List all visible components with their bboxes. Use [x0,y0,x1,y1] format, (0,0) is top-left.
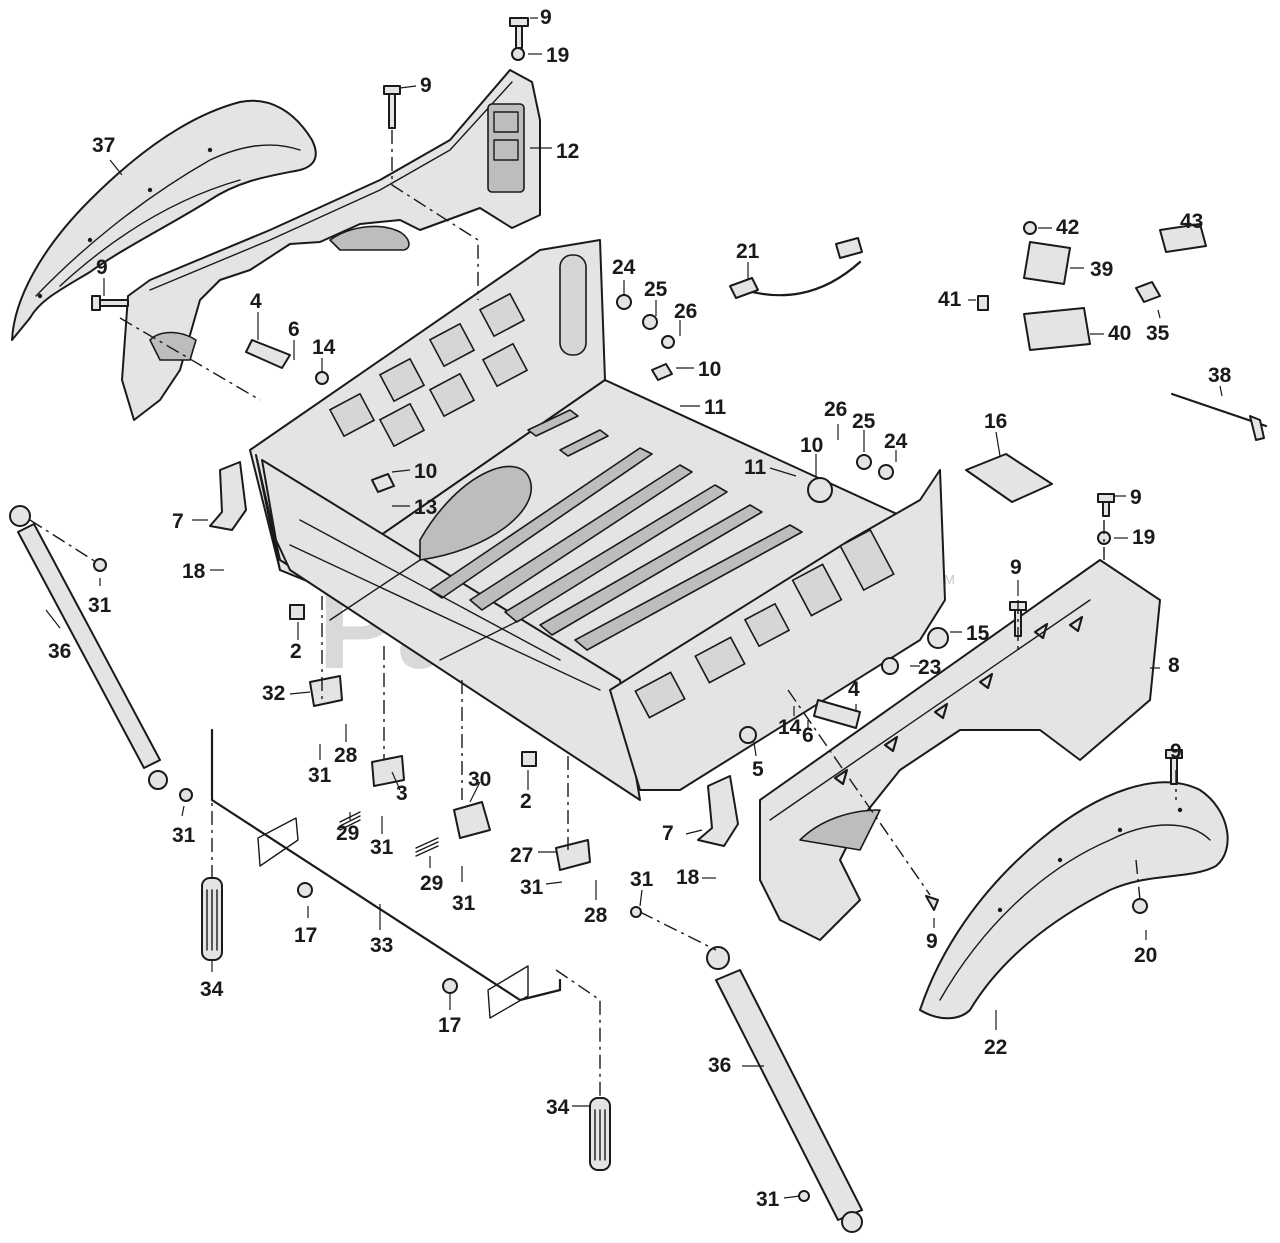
callout-19: 19 [1132,526,1155,549]
callout-27: 27 [510,844,533,867]
callout-37: 37 [92,134,115,157]
callout-31: 31 [88,594,112,617]
callout-42: 42 [1056,216,1079,239]
side-panel-right [759,559,1161,941]
cargo-box [249,239,946,801]
fender-flare-right [919,781,1229,1020]
callout-31: 31 [172,824,196,847]
callout-43: 43 [1180,210,1203,233]
callout-29: 29 [336,822,359,845]
callout-8: 8 [1168,654,1180,677]
wall-pockets [328,254,895,719]
callout-11: 11 [744,456,767,479]
callout-38: 38 [1208,364,1232,387]
callout-10: 10 [800,434,823,457]
callout-11: 11 [704,396,727,419]
callout-14: 14 [778,716,802,739]
callout-4: 4 [848,678,860,701]
callout-26: 26 [824,398,847,421]
callout-33: 33 [370,934,393,957]
callout-9: 9 [96,256,108,279]
panel-tabs [833,615,1084,786]
latch-grip-left [201,877,223,961]
callout-31: 31 [520,876,544,899]
callout-31: 31 [756,1188,780,1211]
callout-22: 22 [984,1036,1007,1059]
gas-strut-right [706,946,863,1233]
gas-strut-left [9,505,168,790]
callout-36: 36 [48,640,71,663]
hardware [91,17,1268,1202]
leader-lines [45,17,1223,1199]
callout-34: 34 [200,978,224,1001]
callout-13: 13 [414,496,437,519]
callout-23: 23 [918,656,941,679]
assembly-lines [29,130,1177,1098]
callout-7: 7 [172,510,184,533]
callout-32: 32 [262,682,285,705]
callout-25: 25 [644,278,668,301]
callout-35: 35 [1146,322,1170,345]
callout-9: 9 [420,74,432,97]
callout-2: 2 [290,640,302,663]
callout-17: 17 [294,924,317,947]
callout-28: 28 [584,904,608,927]
callout-9: 9 [1170,740,1182,763]
callout-9: 9 [540,6,552,29]
callout-41: 41 [938,288,962,311]
callout-2: 2 [520,790,532,813]
callout-40: 40 [1108,322,1131,345]
callout-31: 31 [308,764,332,787]
callout-9: 9 [1010,556,1022,579]
callout-39: 39 [1090,258,1113,281]
callout-31: 31 [370,836,394,859]
callout-12: 12 [556,140,579,163]
callout-7: 7 [662,822,674,845]
callout-30: 30 [468,768,491,791]
callout-5: 5 [752,758,764,781]
callout-36: 36 [708,1054,731,1077]
callout-10: 10 [698,358,721,381]
callout-31: 31 [630,868,654,891]
latch-grip-right [589,1097,611,1171]
callout-31: 31 [452,892,476,915]
callout-16: 16 [984,410,1007,433]
callout-3: 3 [396,782,408,805]
callout-6: 6 [802,724,814,747]
fender-flare-left [11,99,317,341]
callout-21: 21 [736,240,760,263]
callout-4: 4 [250,290,262,313]
side-panel-left [121,69,541,421]
callout-15: 15 [966,622,990,645]
callout-26: 26 [674,300,697,323]
callout-9: 9 [1130,486,1142,509]
callout-9: 9 [926,930,938,953]
callout-29: 29 [420,872,443,895]
callout-6: 6 [288,318,300,341]
callout-19: 19 [546,44,569,67]
callout-20: 20 [1134,944,1157,967]
callout-10: 10 [414,460,437,483]
callout-24: 24 [612,256,636,279]
callout-17: 17 [438,1014,461,1037]
callout-14: 14 [312,336,336,359]
callout-28: 28 [334,744,358,767]
callout-18: 18 [182,560,206,583]
callout-18: 18 [676,866,700,889]
floor-ribs [429,409,803,651]
callout-25: 25 [852,410,876,433]
callout-24: 24 [884,430,908,453]
callout-34: 34 [546,1096,570,1119]
